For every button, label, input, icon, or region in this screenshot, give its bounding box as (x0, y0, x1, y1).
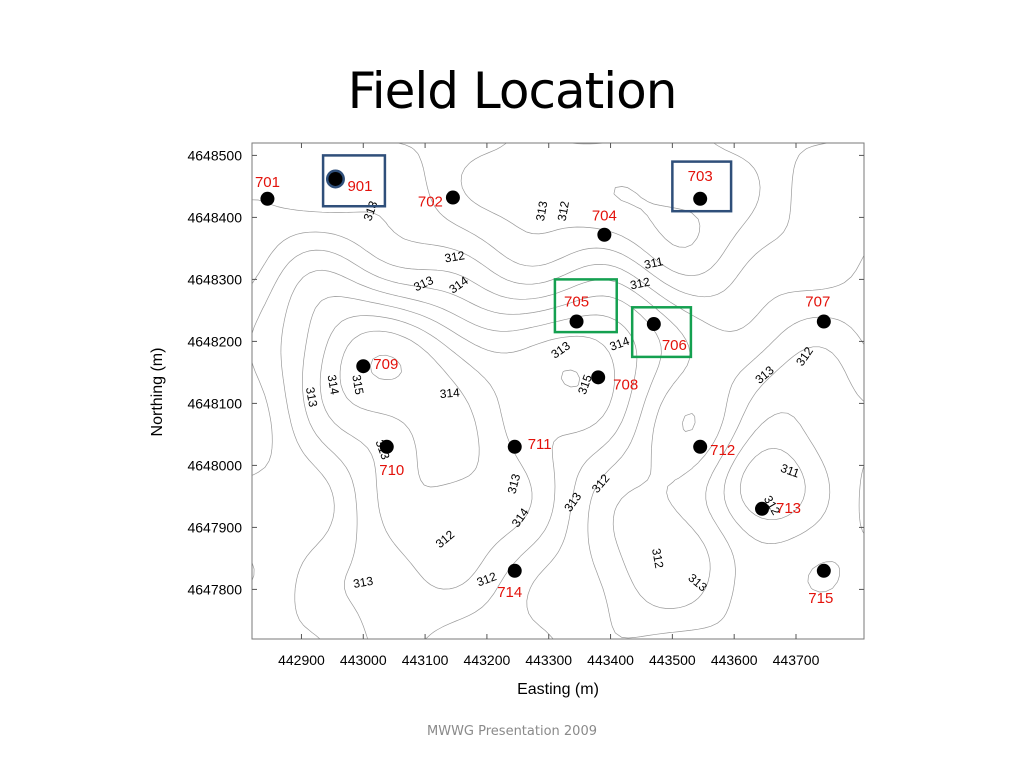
well-label: 707 (805, 294, 830, 311)
contour-line (613, 186, 701, 248)
plot-background (252, 143, 864, 639)
x-tick-label: 443700 (773, 652, 820, 668)
x-axis-ticks: 442900 443000 443100 443200 443300 443400 4435… (278, 143, 820, 668)
green-highlight-box (553, 278, 618, 334)
contour-label: 314 (439, 385, 460, 401)
contour-label: 312 (444, 248, 466, 265)
x-axis-title: Easting (m) (517, 681, 599, 698)
contour-line (302, 296, 806, 640)
x-tick-label: 443100 (402, 652, 449, 668)
x-tick-label: 443500 (649, 652, 696, 668)
well-marker (693, 191, 708, 206)
x-tick-label: 443600 (711, 652, 758, 668)
contour-label: 311 (643, 254, 665, 272)
well-marker (569, 314, 584, 329)
well-marker (646, 317, 661, 332)
well-marker (445, 190, 460, 205)
y-tick-label: 4647800 (187, 581, 242, 597)
x-tick-label: 443000 (340, 652, 387, 668)
well-label: 708 (613, 376, 638, 393)
contour-label: 313 (361, 199, 381, 223)
well-label: 901 (347, 178, 372, 195)
well-label: 701 (255, 174, 280, 191)
well-marker (693, 439, 708, 454)
contour-label: 314 (608, 334, 632, 354)
contour-label: 314 (325, 374, 342, 396)
well-marker (356, 359, 371, 374)
y-tick-label: 4648000 (187, 457, 242, 473)
y-axis-ticks: 4647800 4647900 4648000 4648100 4648200 46483… (187, 147, 864, 597)
contour-line (251, 249, 865, 639)
contour-label: 311 (779, 461, 802, 481)
wells: 701 901 702 703 704 705 706 707 708 709 710 711 712 7… (255, 168, 833, 607)
y-tick-label: 4648200 (187, 333, 242, 349)
y-tick-label: 4648500 (187, 147, 242, 163)
well-marker (379, 439, 394, 454)
y-tick-label: 4648300 (187, 271, 242, 287)
blue-highlight-box (321, 154, 387, 208)
y-tick-label: 4648400 (187, 209, 242, 225)
well-label: 712 (710, 442, 735, 459)
contour-line (280, 269, 831, 640)
x-tick-label: 442900 (278, 652, 325, 668)
contour-line (397, 142, 828, 298)
highlight-boxes (321, 154, 733, 359)
well-marker (507, 439, 522, 454)
well-label: 704 (592, 208, 617, 225)
y-axis-title: Northing (m) (149, 348, 166, 437)
contour-label: 313 (505, 472, 524, 495)
well-label: 711 (528, 436, 552, 453)
well-label: 715 (808, 590, 833, 607)
contour-label: 315 (349, 374, 366, 396)
contour-label: 315 (575, 372, 595, 396)
contour-label: 313 (303, 386, 320, 408)
y-tick-label: 4647900 (187, 519, 242, 535)
x-tick-label: 443400 (587, 652, 634, 668)
well-marker (328, 171, 343, 186)
slide-title: Field Location (347, 62, 678, 120)
x-tick-label: 443200 (464, 652, 511, 668)
well-marker (507, 563, 522, 578)
contour-label: 313 (533, 200, 550, 222)
well-label: 713 (776, 500, 801, 517)
contour-label: 313 (352, 574, 374, 591)
contour-label: 312 (629, 275, 652, 293)
contour-lines (251, 142, 865, 640)
well-label: 709 (373, 356, 398, 373)
well-label: 710 (379, 462, 404, 479)
contour-label: 312 (475, 569, 499, 589)
contour-label: 312 (649, 547, 666, 569)
contour-line (370, 354, 402, 380)
well-marker (816, 563, 831, 578)
well-label: 706 (662, 337, 687, 354)
blue-highlight-box (671, 160, 733, 213)
well-marker (755, 501, 769, 516)
green-highlight-box (630, 306, 693, 359)
well-label: 714 (497, 584, 522, 601)
well-marker (260, 191, 275, 206)
x-tick-label: 443300 (525, 652, 572, 668)
well-marker (597, 227, 612, 242)
well-marker (591, 370, 606, 385)
y-tick-label: 4648100 (187, 395, 242, 411)
contour-label: 312 (555, 200, 572, 222)
contour-line (339, 330, 480, 488)
well-label: 703 (688, 168, 713, 185)
contour-line (460, 142, 761, 277)
plot-frame (251, 142, 865, 640)
slide-footer: MWWG Presentation 2009 (427, 724, 597, 739)
well-label: 705 (564, 294, 589, 311)
well-label: 702 (418, 194, 443, 211)
well-marker (816, 314, 831, 329)
